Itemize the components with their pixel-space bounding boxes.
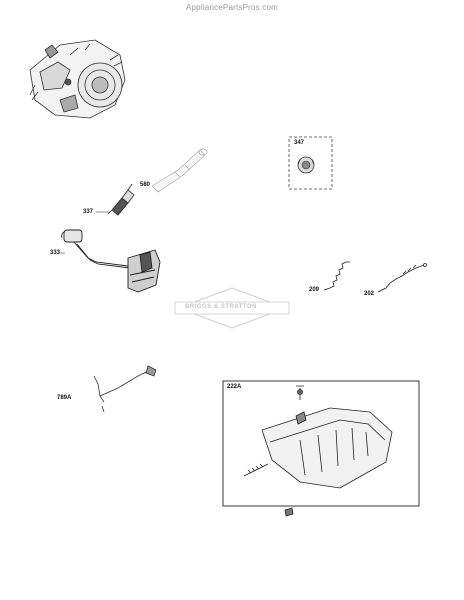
part-label-789a: 789A [57,395,72,401]
part-209-spring [323,261,350,291]
part-label-347: 347 [294,140,305,146]
part-337-spark-plug [96,183,135,216]
part-label-333: 333 [50,250,61,256]
engine-illustration [29,39,126,119]
site-watermark: AppliancePartsPros.com [186,3,278,12]
part-222a-bracket [243,385,393,517]
part-222a-box [222,380,420,507]
brand-logo-watermark [174,287,290,329]
brand-logo-text: BRIGGS & STRATTON [185,304,257,310]
part-202-link [377,263,427,293]
part-333-ignition-coil [60,229,161,293]
part-label-209: 209 [309,287,320,293]
part-347-box [288,136,333,190]
part-label-337: 337 [83,209,94,215]
part-label-222a: 222A [227,384,242,390]
part-580-tube [151,148,208,193]
part-label-580: 580 [140,182,151,188]
part-label-202: 202 [364,291,375,297]
part-789a-wire [93,365,157,413]
